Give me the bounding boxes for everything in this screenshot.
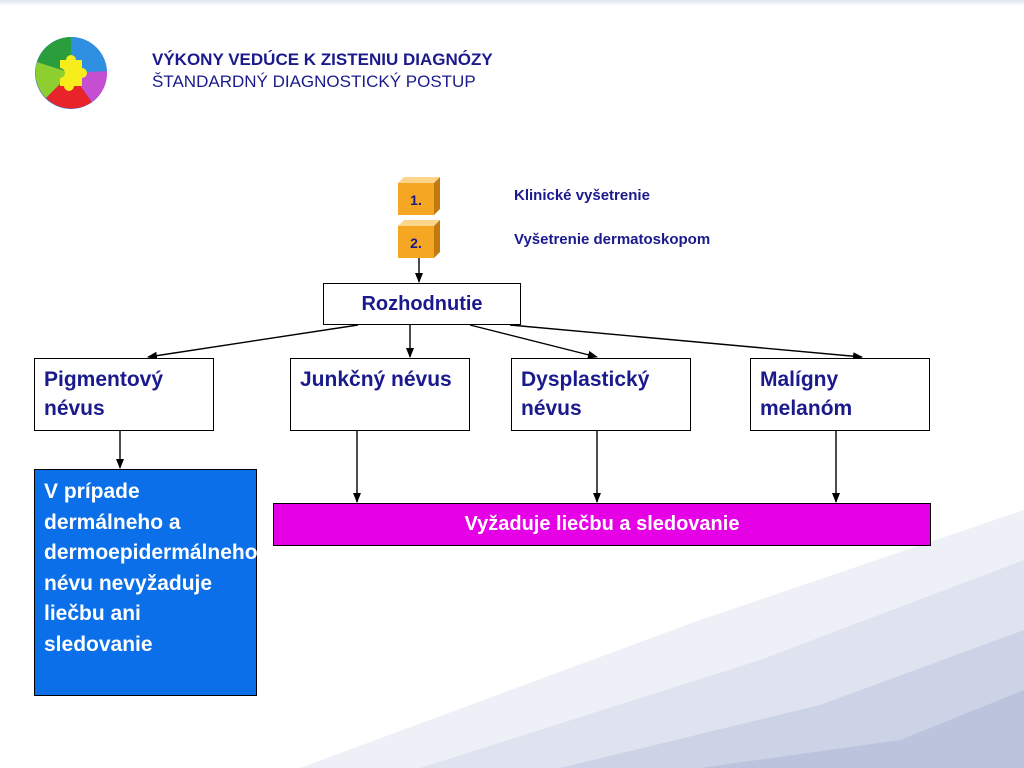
step-1-cube-icon: 1. xyxy=(398,177,440,215)
step-1-label: Klinické vyšetrenie xyxy=(514,187,650,204)
category-junkcny-nevus: Junkčný névus xyxy=(290,358,470,431)
puzzle-logo-icon xyxy=(35,36,108,109)
step-2-cube-icon: 2. xyxy=(398,220,440,258)
page-title: VÝKONY VEDÚCE K ZISTENIU DIAGNÓZY xyxy=(152,50,493,69)
step-1-number: 1. xyxy=(410,192,422,208)
outcome-no-treatment-box: V prípade dermálneho a dermoepidermálneh… xyxy=(34,469,258,696)
step-2-label: Vyšetrenie dermatoskopom xyxy=(514,231,711,248)
page-subtitle: ŠTANDARDNÝ DIAGNOSTICKÝ POSTUP xyxy=(152,72,476,91)
category-dysplasticky-nevus: Dysplastický névus xyxy=(511,358,691,431)
category-pigmentovy-nevus: Pigmentový névus xyxy=(34,358,214,431)
category-maligny-melanom: Malígny melanóm xyxy=(750,358,930,431)
outcome-treatment-box: Vyžaduje liečbu a sledovanie xyxy=(273,503,931,546)
step-2-number: 2. xyxy=(410,235,422,251)
decision-box: Rozhodnutie xyxy=(323,283,521,325)
